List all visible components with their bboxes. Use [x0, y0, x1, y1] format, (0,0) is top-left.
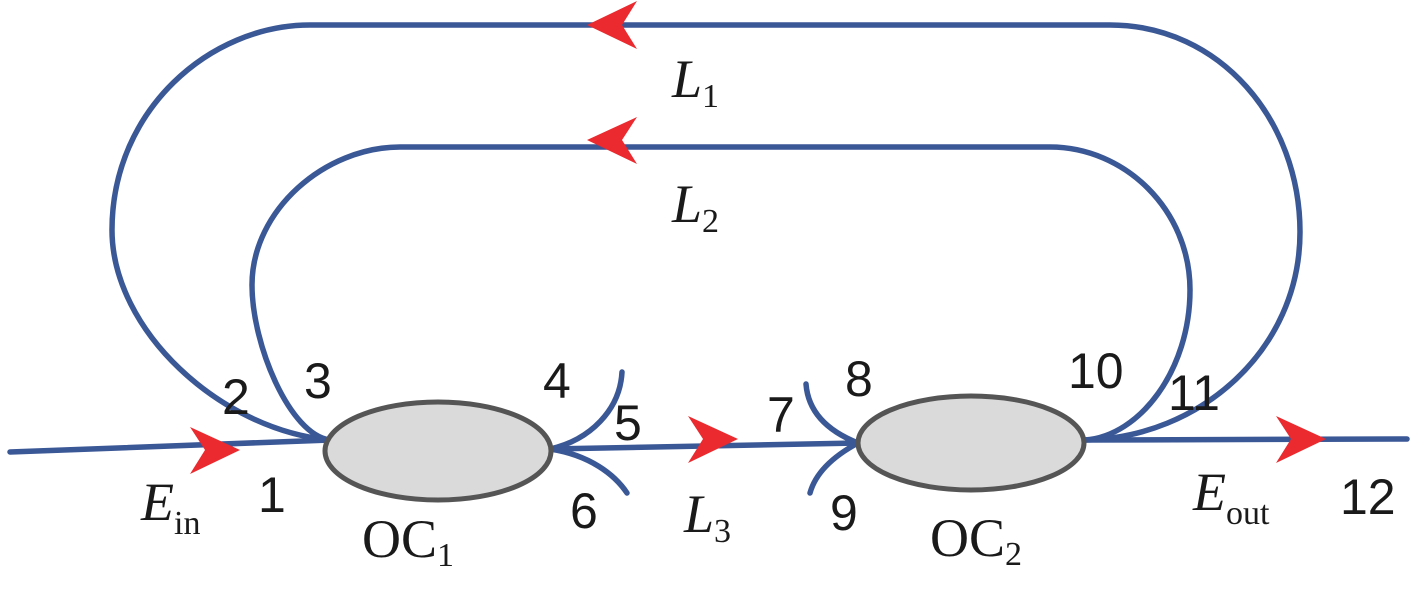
port-label-2: 2 — [222, 369, 250, 425]
port-9-stub — [807, 440, 861, 496]
arrow-L2-left-icon — [587, 117, 637, 164]
label-E-in: Ein — [140, 472, 200, 542]
port-label-11: 11 — [1168, 365, 1220, 421]
port-label-1: 1 — [258, 467, 286, 523]
port-8-stub — [803, 381, 861, 446]
port-label-3: 3 — [304, 353, 332, 409]
label-OC2: OC2 — [930, 508, 1022, 573]
port-label-6: 6 — [570, 483, 598, 539]
label-L1: L1 — [671, 49, 719, 115]
arrow-L1-left-icon — [587, 1, 637, 49]
port-label-4: 4 — [543, 353, 571, 409]
arrow-input-right-icon — [190, 427, 240, 474]
loop-fiber-L2 — [249, 144, 1193, 443]
arrow-L3-right-icon — [688, 416, 738, 463]
label-L2: L2 — [671, 174, 719, 240]
port-6-stub — [547, 446, 630, 496]
label-E-out: Eout — [1192, 462, 1270, 532]
input-fiber — [7, 437, 333, 455]
optical-coupler-1 — [322, 399, 554, 503]
port-label-7: 7 — [767, 387, 795, 443]
port-label-8: 8 — [845, 351, 873, 407]
port-4-stub — [547, 369, 625, 452]
label-L3: L3 — [683, 484, 731, 550]
arrow-output-right-icon — [1276, 416, 1326, 463]
port-label-10: 10 — [1068, 343, 1124, 399]
optical-coupler-2 — [855, 393, 1087, 493]
output-fiber — [1082, 436, 1410, 443]
label-OC1: OC1 — [362, 509, 454, 574]
loop-fiber-L1 — [109, 22, 1303, 443]
port-label-9: 9 — [830, 485, 858, 541]
port-label-12: 12 — [1340, 469, 1396, 525]
port-label-5: 5 — [614, 395, 642, 451]
